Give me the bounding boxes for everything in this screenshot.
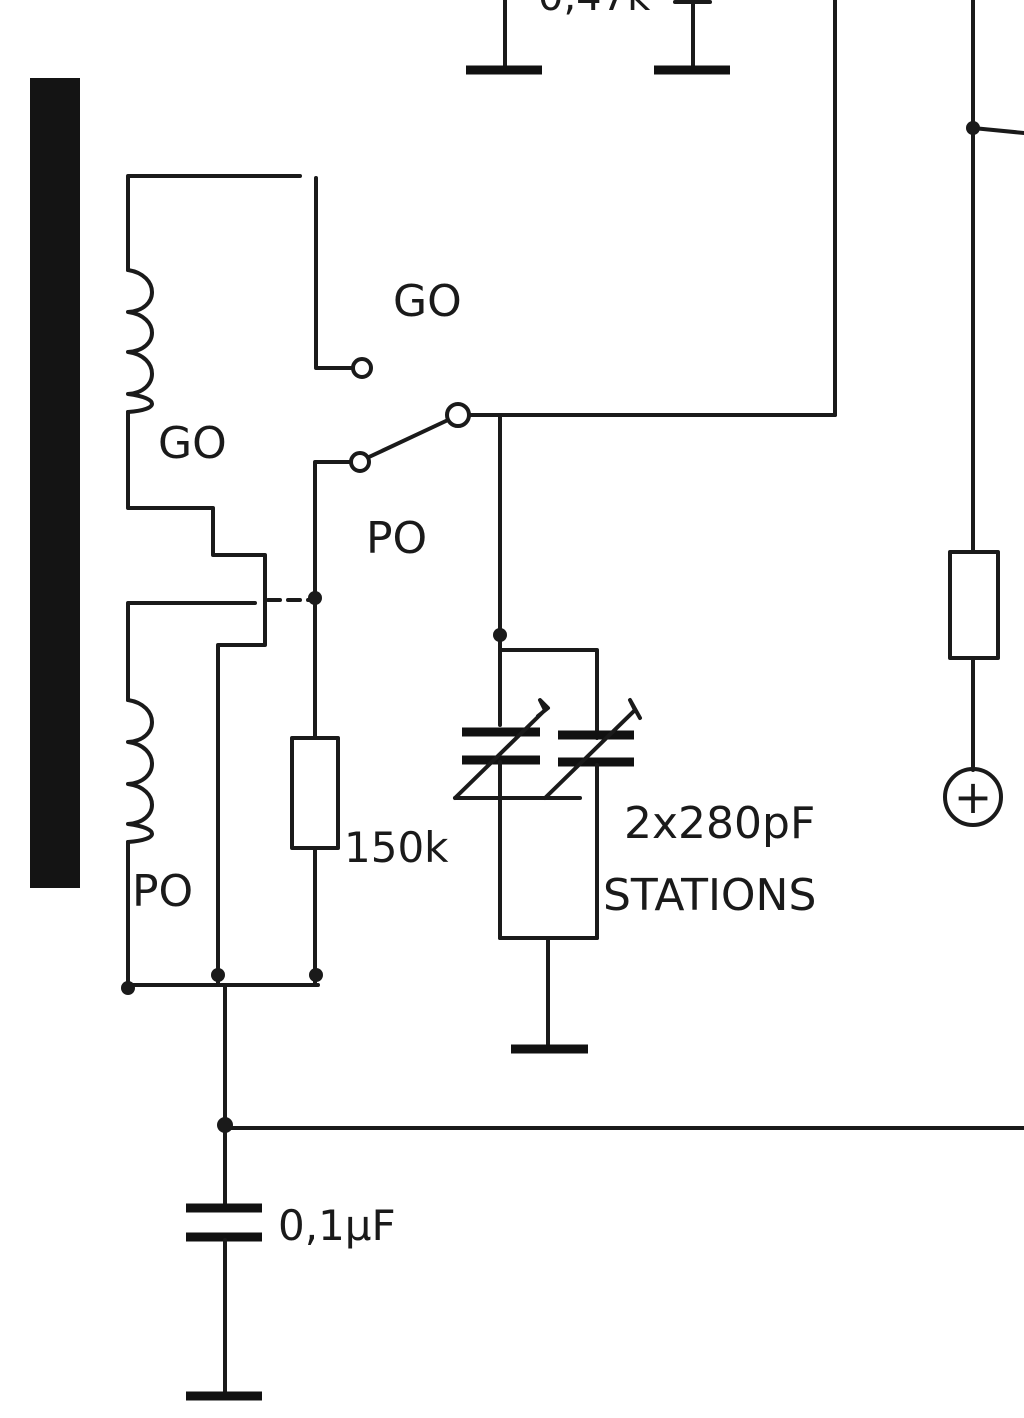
coil-po-icon [126,601,257,990]
top-ground-left [466,0,542,75]
switch-contact-go [351,357,373,379]
ground-bypass-cap [186,1238,262,1401]
coil-go-icon [126,174,302,987]
positive-terminal-icon [943,767,1003,827]
junction-cap-top [493,628,507,642]
ground-variable-cap [511,936,588,1054]
bypass-capacitor-icon [186,1203,262,1242]
resistor-far-right [948,550,1000,660]
ferrite-rod [30,78,80,888]
switch-common [445,402,471,428]
junction-switch-po [308,591,322,605]
switch-po-label: PO [366,513,427,564]
top-resistor-label: 0,47k [538,0,651,20]
band-switch [266,176,471,740]
switch-blade [367,418,450,459]
variable-cap-name-label: STATIONS [603,870,816,921]
coil-go-label: GO [158,418,227,469]
switch-contact-po [349,451,371,473]
top-ground-right [654,0,730,75]
resistor-150k-label: 150k [344,823,449,872]
positive-terminal-symbol: + [954,770,993,824]
bypass-cap-label: 0,1μF [278,1201,396,1250]
resistor-150k [290,736,340,850]
switch-go-label: GO [393,276,462,327]
coil-po-label: PO [132,866,193,917]
variable-cap-value-label: 2x280pF [624,798,815,849]
variable-capacitor-icon [453,698,642,800]
